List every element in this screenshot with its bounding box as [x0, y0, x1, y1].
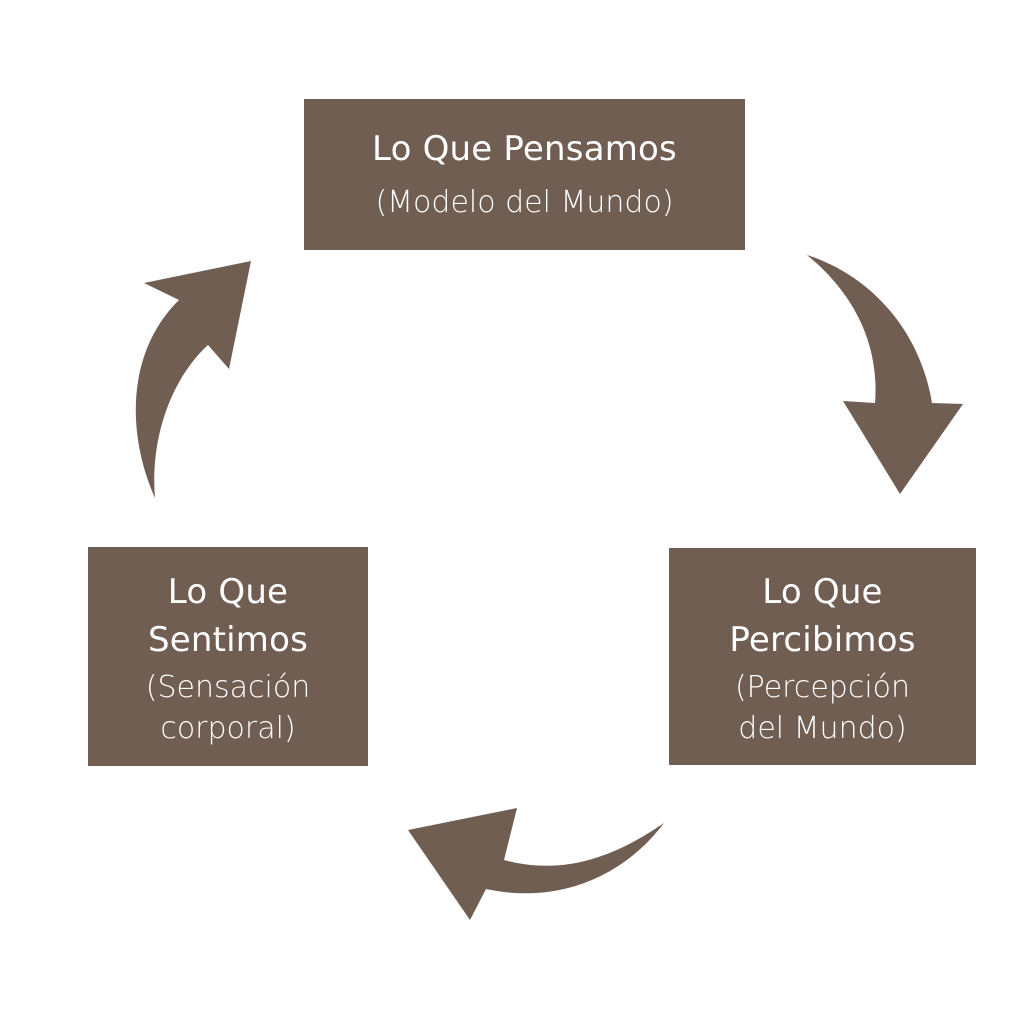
node-lo-que-sentimos: Lo Que Sentimos (Sensación corporal) [88, 547, 368, 766]
node-title-line-2: Percibimos [729, 620, 916, 660]
node-title-line-2: Sentimos [147, 620, 309, 660]
node-title-line-1: Lo Que [762, 571, 883, 612]
node-subtitle-line-2: del Mundo) [738, 710, 907, 746]
arrow-top-to-right [807, 255, 963, 494]
arrow-left-to-top [135, 261, 251, 498]
arrow-right-to-left [408, 808, 664, 920]
node-lo-que-pensamos: Lo Que Pensamos (Modelo del Mundo) [304, 99, 745, 250]
node-subtitle-line-2: corporal) [160, 710, 296, 746]
node-subtitle-line-1: (Percepción [734, 670, 911, 706]
node-title: Lo Que Pensamos [372, 129, 677, 170]
node-lo-que-percibimos: Lo Que Percibimos (Percepción del Mundo) [669, 548, 976, 765]
node-subtitle: (Modelo del Mundo) [375, 185, 674, 221]
node-subtitle-line-1: (Sensación [145, 670, 311, 706]
node-title-line-1: Lo Que [167, 571, 289, 612]
